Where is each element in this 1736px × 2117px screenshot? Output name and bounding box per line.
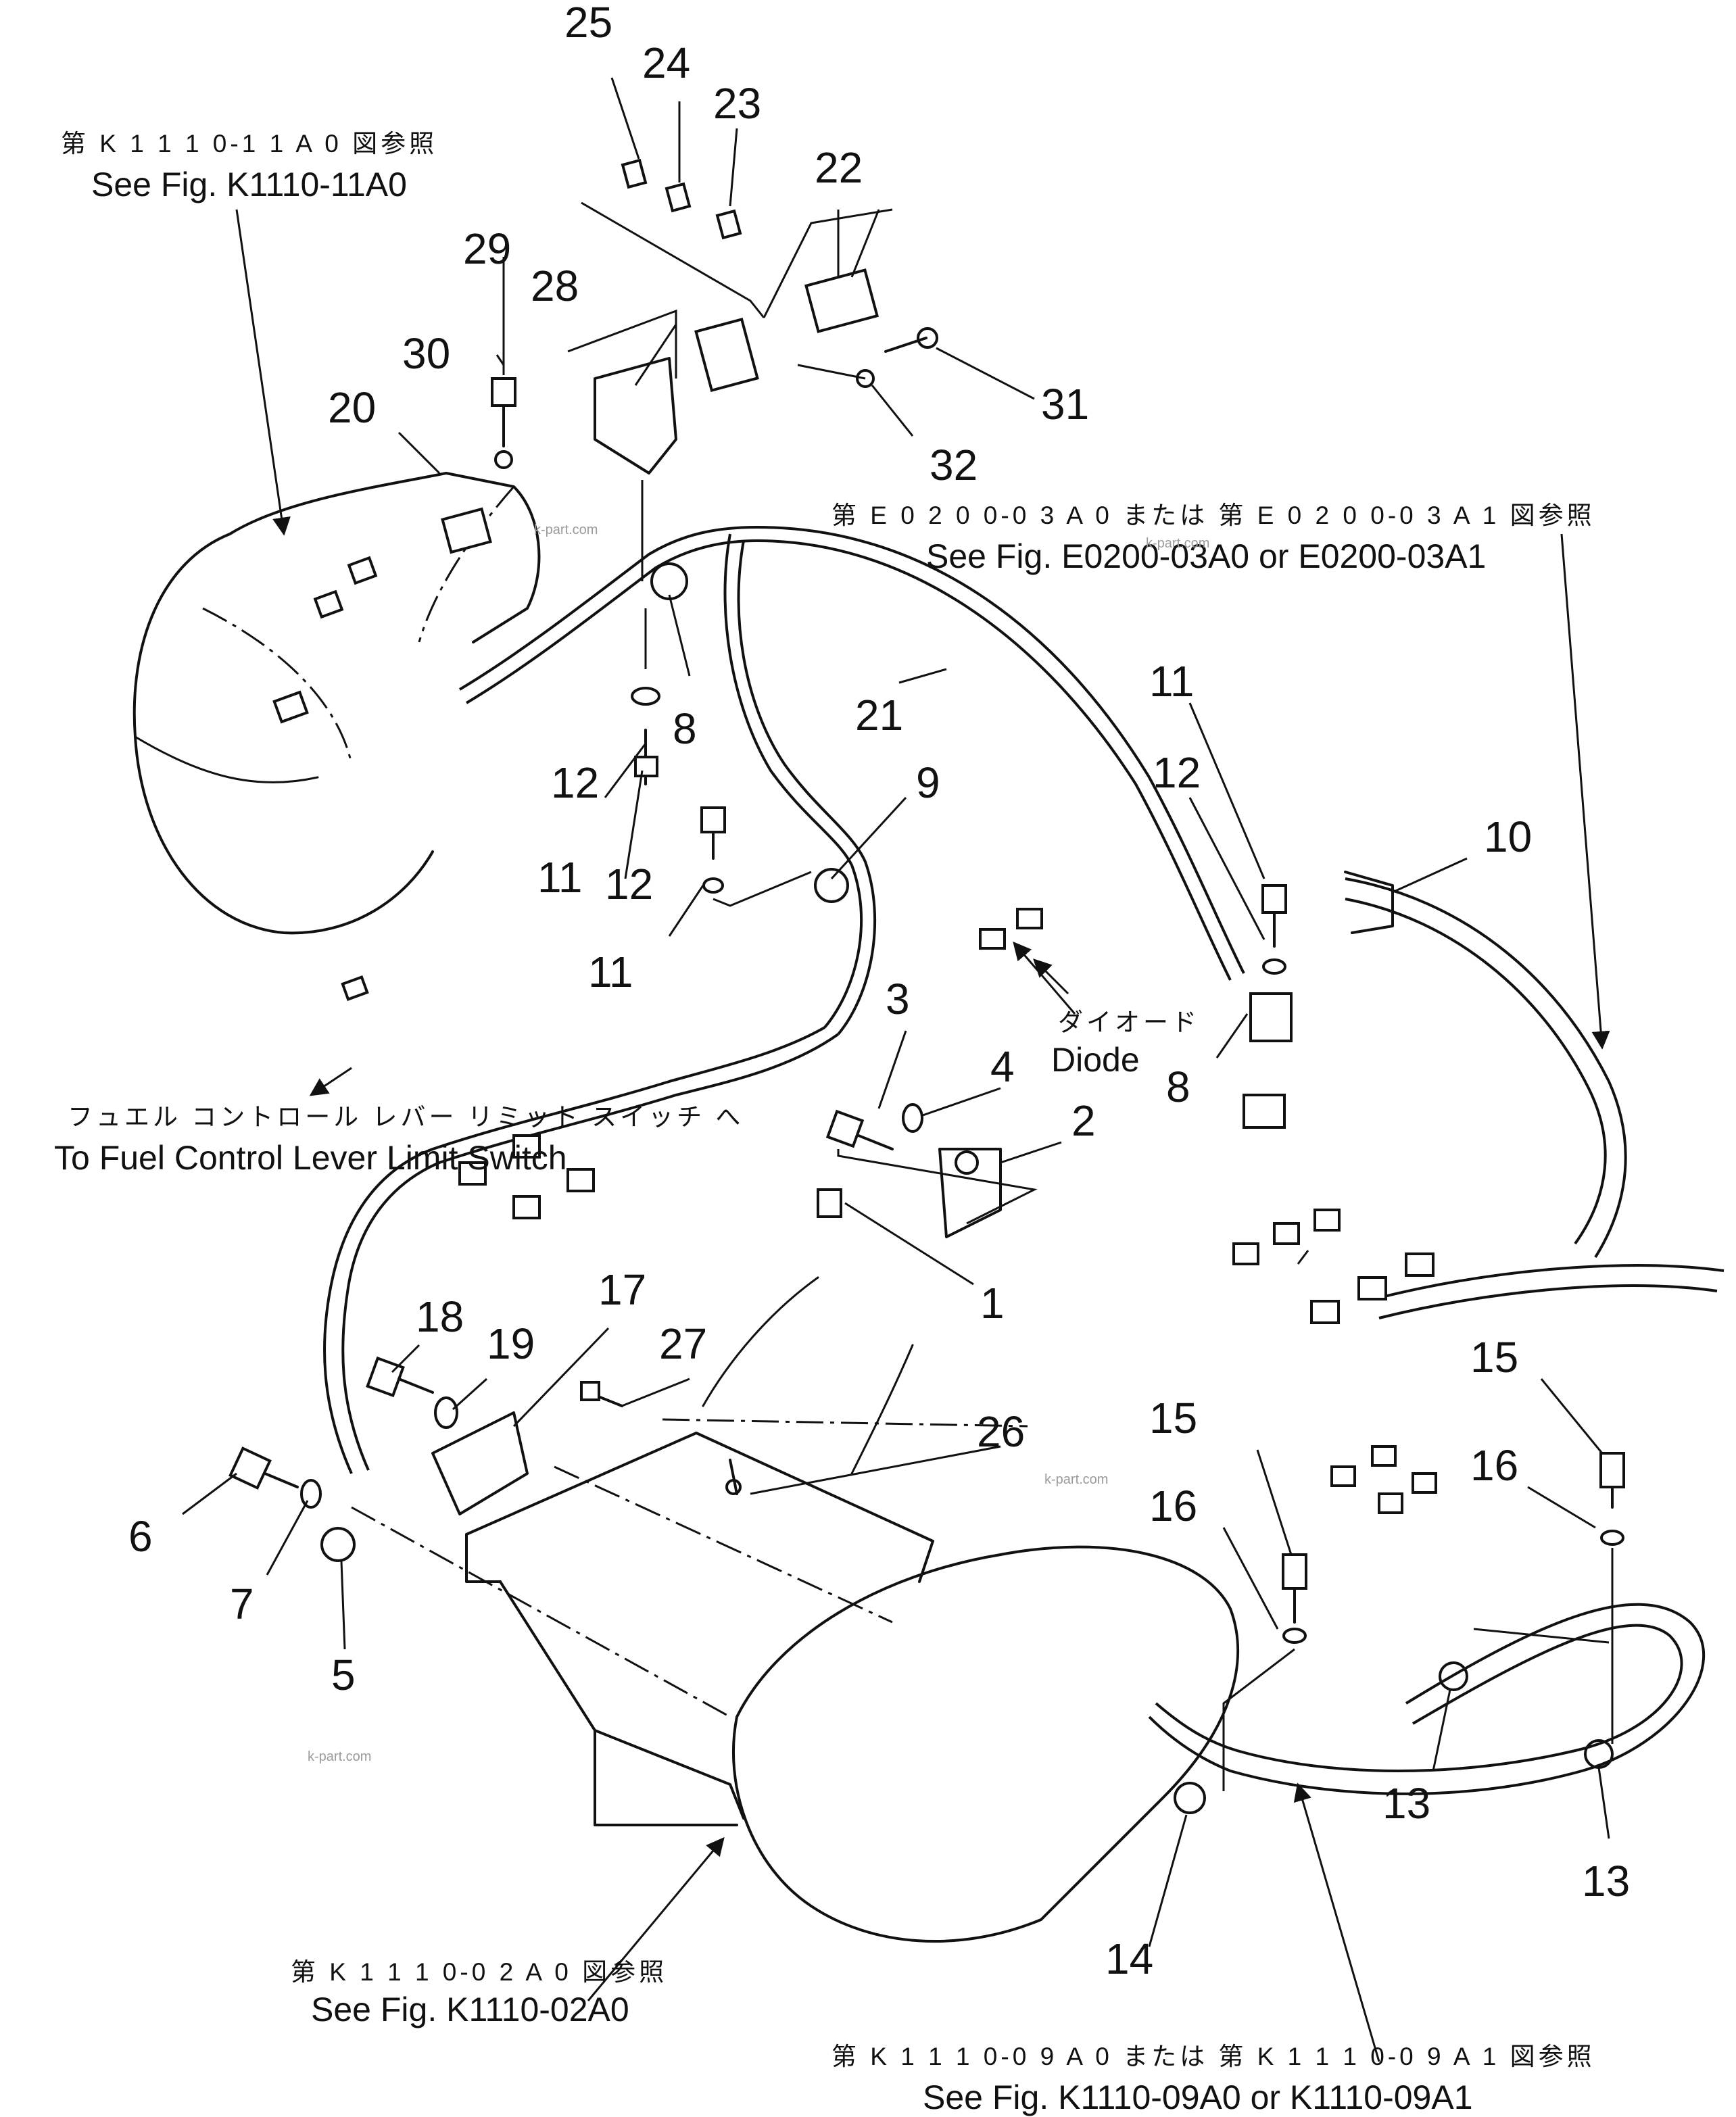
note-diode-jp: ダイオード — [1058, 1008, 1200, 1036]
callout-32: 32 — [930, 441, 978, 489]
callout-17: 17 — [598, 1265, 646, 1314]
callout-13-right: 13 — [1582, 1857, 1630, 1905]
callout-11-low: 11 — [588, 948, 633, 996]
callout-16-right: 16 — [1470, 1441, 1518, 1490]
callout-3: 3 — [886, 975, 910, 1023]
callout-leaders — [182, 77, 1610, 1947]
callout-12-mid: 12 — [605, 860, 653, 908]
watermark-4: k-part.com — [308, 1749, 371, 1764]
callout-22: 22 — [815, 143, 863, 192]
ref-k1110-09-jp: 第 K 1 1 1 0-0 9 A 0 または 第 K 1 1 1 0-0 9 … — [831, 2043, 1595, 2070]
callout-30: 30 — [402, 329, 450, 378]
right-harness — [1148, 877, 1725, 1795]
note-diode-en: Diode — [1051, 1041, 1140, 1079]
ref-k1110-09-en: See Fig. K1110-09A0 or K1110-09A1 — [923, 2078, 1473, 2116]
callout-1: 1 — [980, 1279, 1005, 1328]
callout-11-right: 11 — [1149, 657, 1194, 706]
callout-15-left: 15 — [1149, 1394, 1197, 1442]
callout-2: 2 — [1071, 1096, 1096, 1145]
callout-11-mid: 11 — [537, 853, 582, 902]
callout-14: 14 — [1105, 1934, 1153, 1983]
reference-labels: 第 K 1 1 1 0-1 1 A 0 図参照 See Fig. K1110-1… — [54, 130, 1595, 2116]
callout-31: 31 — [1041, 380, 1089, 429]
callout-24: 24 — [642, 39, 690, 87]
callout-23: 23 — [713, 79, 761, 128]
ref-e0200-jp: 第 E 0 2 0 0-0 3 A 0 または 第 E 0 2 0 0-0 3 … — [831, 502, 1595, 529]
ref-e0200-en: See Fig. E0200-03A0 or E0200-03A1 — [926, 537, 1486, 575]
callout-10: 10 — [1484, 812, 1532, 861]
callout-7: 7 — [230, 1580, 254, 1628]
assembly-lines — [567, 201, 1614, 1791]
callout-26: 26 — [977, 1407, 1025, 1456]
callout-20: 20 — [328, 383, 376, 432]
lower-frame-outline — [351, 1276, 1240, 1943]
callout-25: 25 — [564, 0, 612, 47]
callout-27: 27 — [659, 1319, 707, 1368]
callout-15-right: 15 — [1470, 1333, 1518, 1382]
connectors — [272, 556, 1437, 1514]
main-harness-21 — [323, 525, 1245, 1474]
ref-k1110-11a0-jp: 第 K 1 1 1 0-1 1 A 0 図参照 — [61, 130, 437, 157]
callout-12-left: 12 — [551, 758, 599, 807]
left-tank-outline — [132, 472, 541, 935]
small-parts — [228, 158, 1625, 1814]
watermark-1: k-part.com — [534, 522, 598, 537]
reference-arrows — [235, 209, 1610, 2062]
callout-19: 19 — [487, 1319, 535, 1368]
callout-21: 21 — [855, 691, 903, 739]
callout-13-left: 13 — [1382, 1779, 1430, 1828]
callout-6: 6 — [128, 1512, 153, 1561]
callouts: 1 2 3 4 5 6 7 8 8 9 10 11 11 11 12 12 12… — [128, 0, 1630, 1983]
note-fuel-limit-jp: フュエル コントロール レバー リミット スイッチ へ — [68, 1103, 744, 1131]
watermark-3: k-part.com — [1044, 1472, 1108, 1487]
watermark-2: k-part.com — [1146, 536, 1209, 551]
callout-5: 5 — [331, 1651, 356, 1699]
ref-k1110-02a0-jp: 第 K 1 1 1 0-0 2 A 0 図参照 — [291, 1958, 667, 1986]
ref-k1110-02a0-en: See Fig. K1110-02A0 — [311, 1991, 629, 2028]
callout-8-upper: 8 — [673, 704, 697, 753]
callout-9: 9 — [916, 758, 940, 807]
callout-4: 4 — [990, 1042, 1015, 1091]
callout-12-right: 12 — [1153, 748, 1201, 797]
ref-k1110-11a0-en: See Fig. K1110-11A0 — [91, 166, 407, 203]
callout-16-left: 16 — [1149, 1482, 1197, 1530]
callout-8-lower: 8 — [1166, 1063, 1190, 1111]
callout-29: 29 — [463, 224, 511, 273]
note-fuel-limit-en: To Fuel Control Lever Limit Switch — [54, 1139, 567, 1177]
callout-28: 28 — [531, 262, 579, 310]
callout-18: 18 — [416, 1292, 464, 1341]
watermarks: k-part.com k-part.com k-part.com k-part.… — [308, 522, 1209, 1764]
